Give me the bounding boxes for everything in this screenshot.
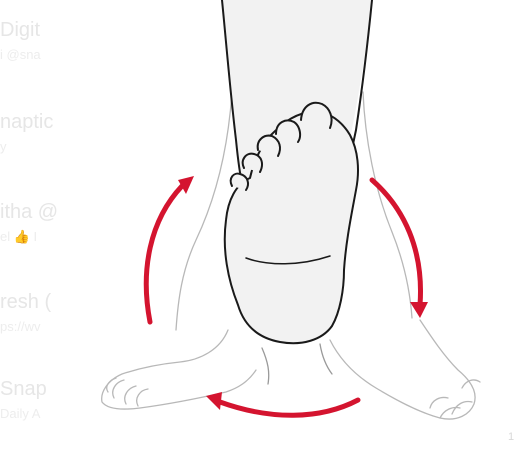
list-item: Snap Daily A (0, 378, 90, 422)
arrow-arc-left (143, 183, 185, 325)
list-item: itha @ el 👍 I (0, 201, 90, 245)
corner-number: 1 (508, 431, 515, 443)
list-item: naptic y (0, 111, 90, 155)
list-item-title: naptic (0, 111, 54, 133)
ghost-foot-right (329, 91, 481, 420)
arrow-arc-bottom (217, 397, 361, 418)
arrow-head-up-icon (178, 176, 194, 194)
list-item-title: itha @ (0, 201, 59, 223)
list-item-subtitle: ps://wv (0, 319, 41, 334)
list-item-title: resh ( (0, 291, 52, 313)
arrow-head-left-icon (206, 392, 222, 410)
rotation-arrows (143, 177, 424, 418)
arrow-head-down-icon (410, 302, 428, 318)
arrow-arc-right (369, 177, 424, 308)
list-item-title: Digit (0, 19, 41, 41)
list-item-subtitle: i @sna (0, 47, 41, 62)
arrow-heads (178, 176, 428, 410)
list-item: Digit i @sna (0, 19, 90, 63)
list-item-subtitle: Daily A (0, 406, 41, 421)
ghost-foot-left (101, 91, 257, 410)
list-item-title: Snap (0, 378, 47, 400)
list-item-subtitle: y (0, 139, 7, 154)
main-foot (223, 101, 359, 385)
list-item-subtitle: el 👍 I (0, 229, 38, 244)
list-item: resh ( ps://wv (0, 291, 90, 335)
